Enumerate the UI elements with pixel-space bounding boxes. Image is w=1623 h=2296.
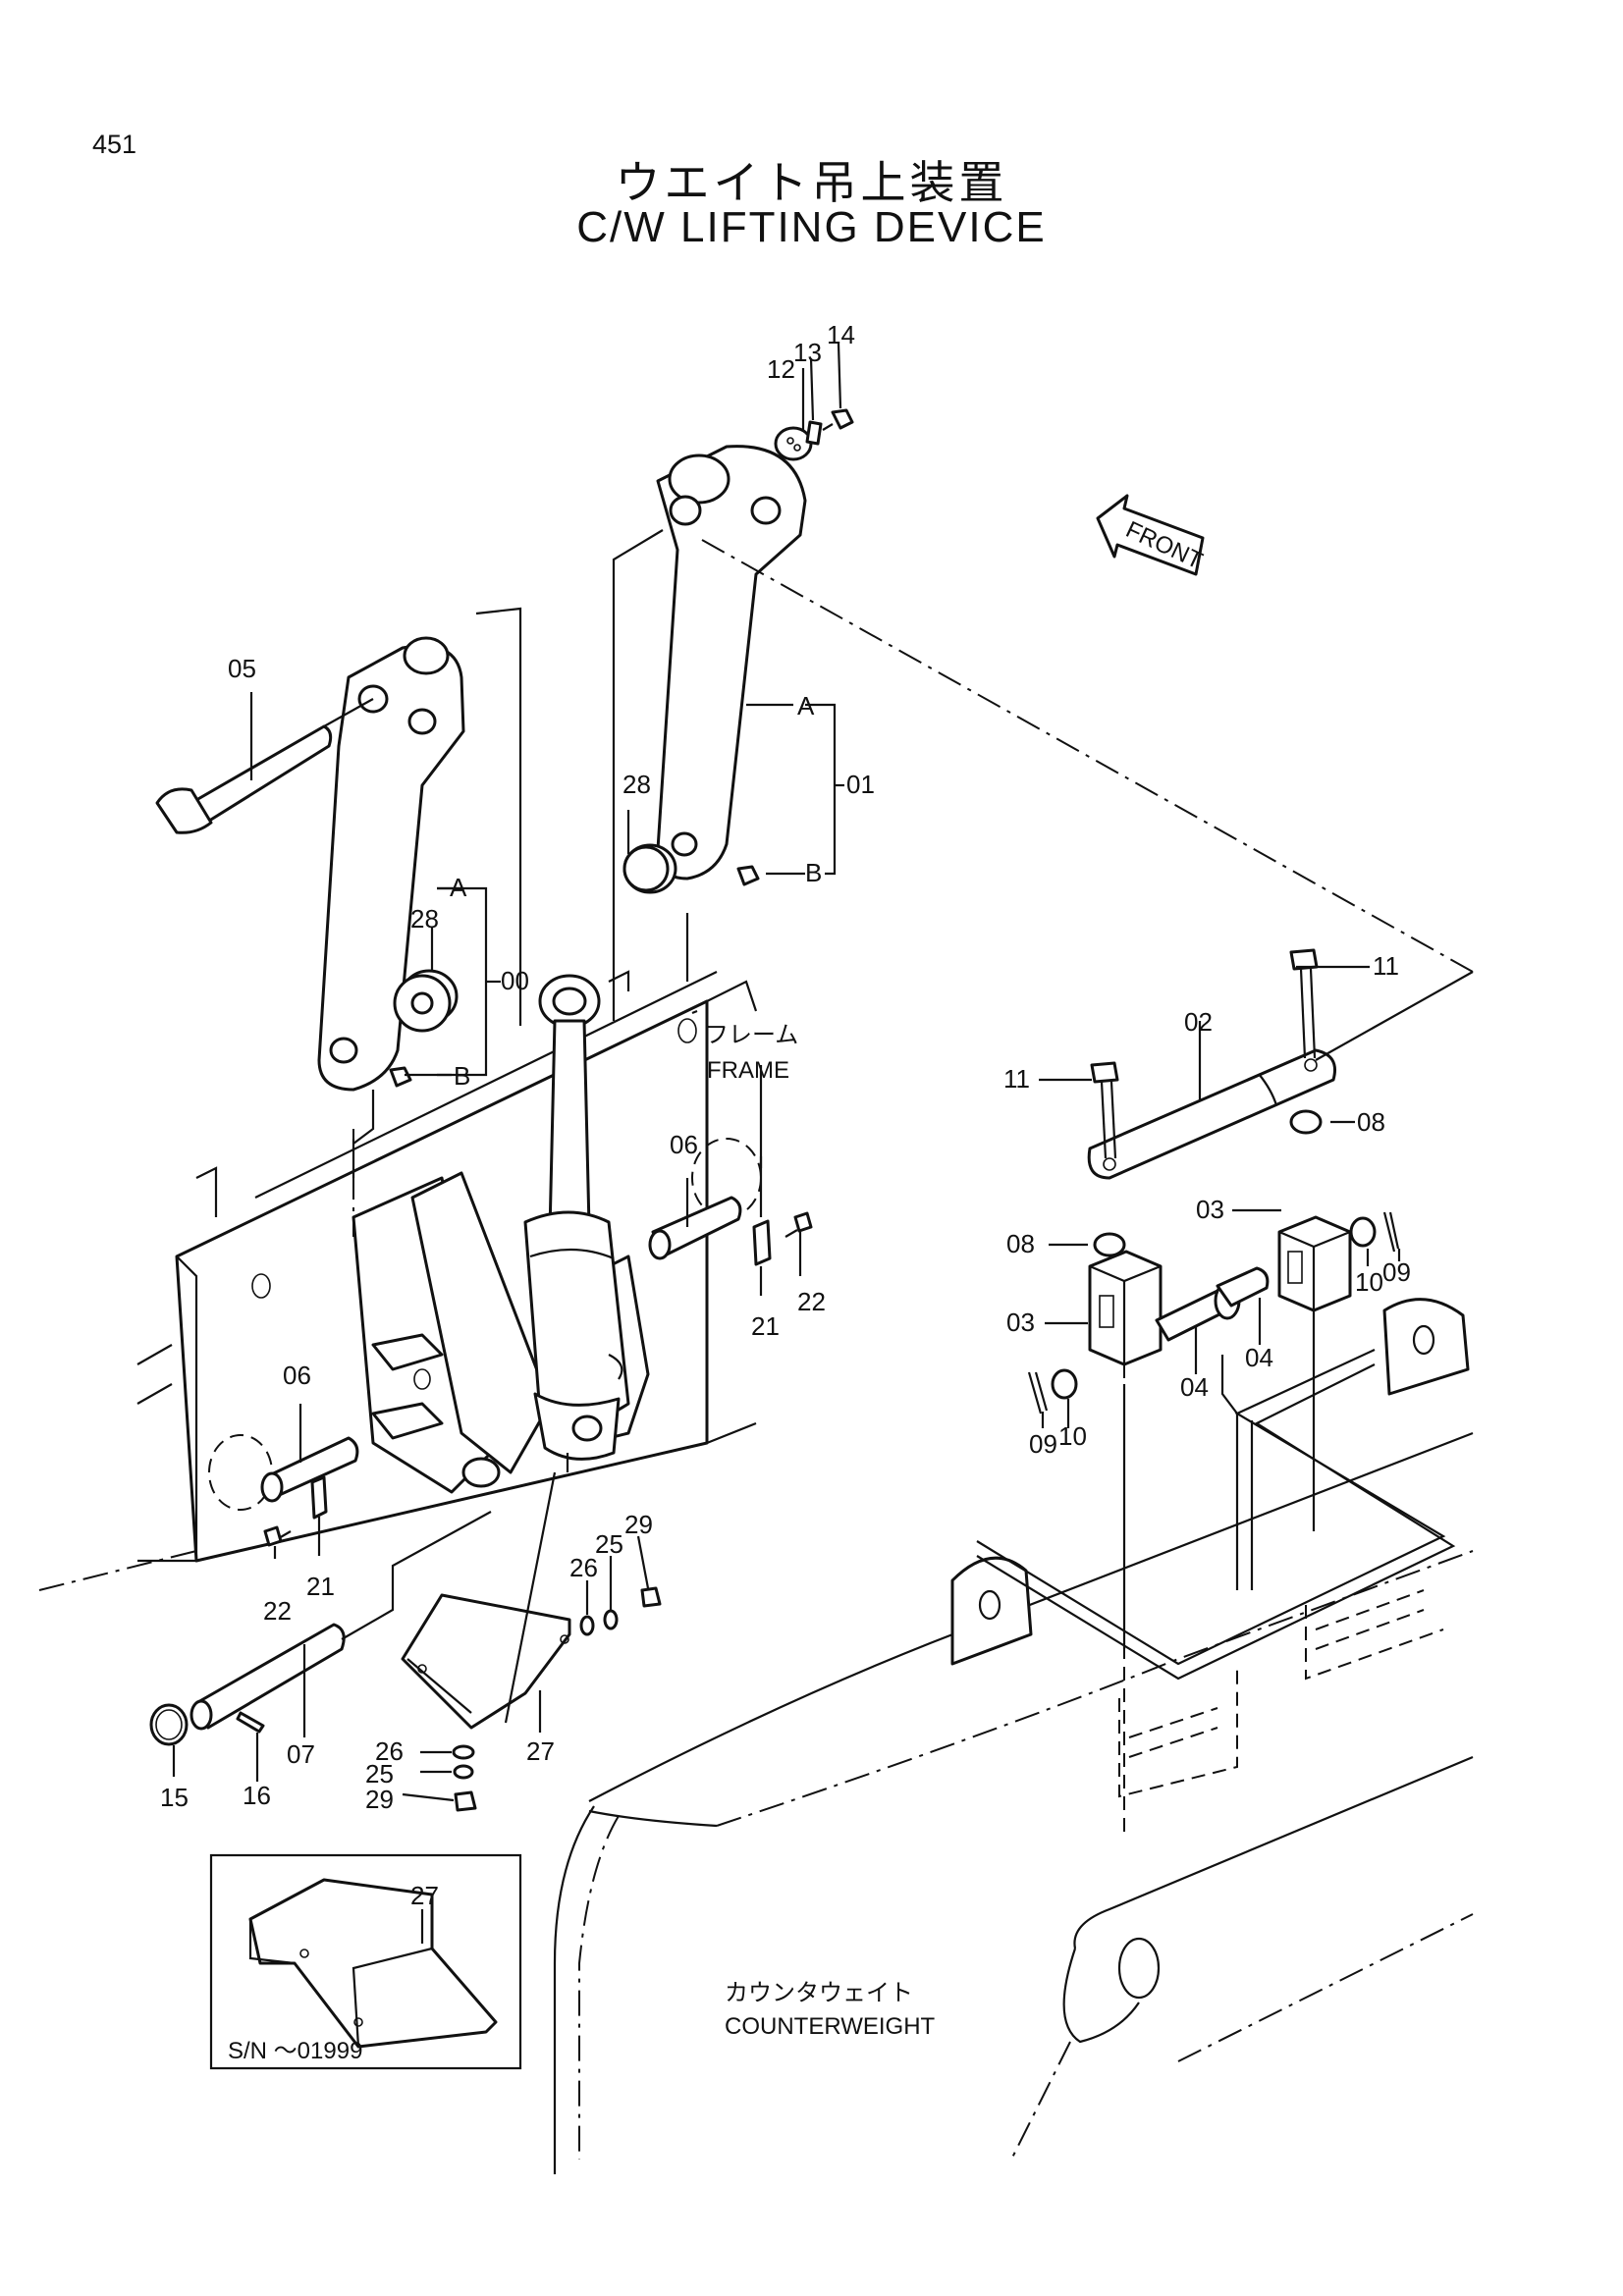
leader-lines <box>172 343 1474 1802</box>
callout-13: 13 <box>793 338 822 367</box>
callout-16: 16 <box>243 1781 271 1810</box>
counterweight-body <box>553 1298 1474 2174</box>
rod-02-assembly <box>1087 948 1336 1257</box>
frame-label-jp: フレーム <box>705 1022 798 1048</box>
callout-14: 14 <box>827 320 855 349</box>
callout-08-right: 08 <box>1357 1107 1385 1137</box>
pins-06-assembly <box>260 1196 813 1547</box>
callout-00: 00 <box>501 966 529 995</box>
callout-05: 05 <box>228 654 256 683</box>
callout-02: 02 <box>1184 1007 1213 1037</box>
callout-28-right: 28 <box>622 770 651 799</box>
callout-07: 07 <box>287 1739 315 1769</box>
callout-04-right: 04 <box>1245 1343 1273 1372</box>
callout-09-left: 09 <box>1029 1429 1057 1459</box>
callout-08-left: 08 <box>1006 1229 1035 1258</box>
label-B-left: B <box>454 1061 470 1091</box>
callout-26-top: 26 <box>569 1553 598 1582</box>
callout-10-right: 10 <box>1355 1267 1383 1297</box>
front-arrow-icon: FRONT <box>1096 494 1207 576</box>
inset-box <box>209 1853 522 2070</box>
callout-21-left: 21 <box>306 1572 335 1601</box>
top-fasteners <box>774 408 854 461</box>
pin-05 <box>155 698 374 834</box>
callout-27-main: 27 <box>526 1736 555 1766</box>
callout-03-left: 03 <box>1006 1308 1035 1337</box>
counterweight-label-en: COUNTERWEIGHT <box>725 2013 936 2040</box>
lever-assembly-01 <box>622 445 807 894</box>
callout-21-right: 21 <box>751 1311 780 1341</box>
label-B-right: B <box>805 858 822 887</box>
washers-28 <box>393 845 670 1033</box>
callout-22-left: 22 <box>263 1596 292 1626</box>
inset-serial-note: S/N ～01999 <box>228 2038 362 2064</box>
label-A-right: A <box>797 691 815 721</box>
callout-29-top: 29 <box>624 1510 653 1539</box>
callout-11-left: 11 <box>1003 1064 1030 1094</box>
callout-04-left: 04 <box>1180 1372 1209 1402</box>
callout-25-bottom: 25 <box>365 1759 394 1789</box>
callout-labels: 05 28 28 A B 00 A B 01 12 13 14 11 11 02… <box>160 320 1411 2064</box>
callout-11-right: 11 <box>1373 951 1399 981</box>
callout-28-left: 28 <box>410 904 439 934</box>
pin-07-assembly <box>149 1511 492 1746</box>
counterweight-label-jp: カウンタウェイト <box>725 1980 913 2006</box>
cylinder-bracket <box>352 1171 650 1494</box>
callout-22-right: 22 <box>797 1287 826 1316</box>
callout-15: 15 <box>160 1783 189 1812</box>
diagram-title-english: C/W LIFTING DEVICE <box>576 203 1047 251</box>
lifting-cylinder <box>523 974 630 1472</box>
callout-06-right: 06 <box>670 1130 698 1159</box>
callout-06-left: 06 <box>283 1361 311 1390</box>
sling-frame <box>976 1349 1456 1681</box>
callout-25-top: 25 <box>595 1529 623 1559</box>
callout-03-right: 03 <box>1196 1195 1224 1224</box>
callout-27-inset: 27 <box>410 1881 439 1910</box>
callout-29-bottom: 29 <box>365 1785 394 1814</box>
callout-26-bottom: 26 <box>375 1736 404 1766</box>
cover-27 <box>401 1586 662 1812</box>
callout-12: 12 <box>767 354 795 384</box>
callout-09-right: 09 <box>1382 1257 1411 1287</box>
callout-10-left: 10 <box>1058 1421 1087 1451</box>
clevis-assemblies <box>1027 1211 1400 1836</box>
frame-label-en: FRAME <box>707 1057 789 1084</box>
page-number: 451 <box>92 130 137 159</box>
diagram-title-japanese: ウエイト吊上装置 <box>615 157 1008 208</box>
callout-01: 01 <box>846 770 875 799</box>
label-A-left: A <box>450 873 467 902</box>
